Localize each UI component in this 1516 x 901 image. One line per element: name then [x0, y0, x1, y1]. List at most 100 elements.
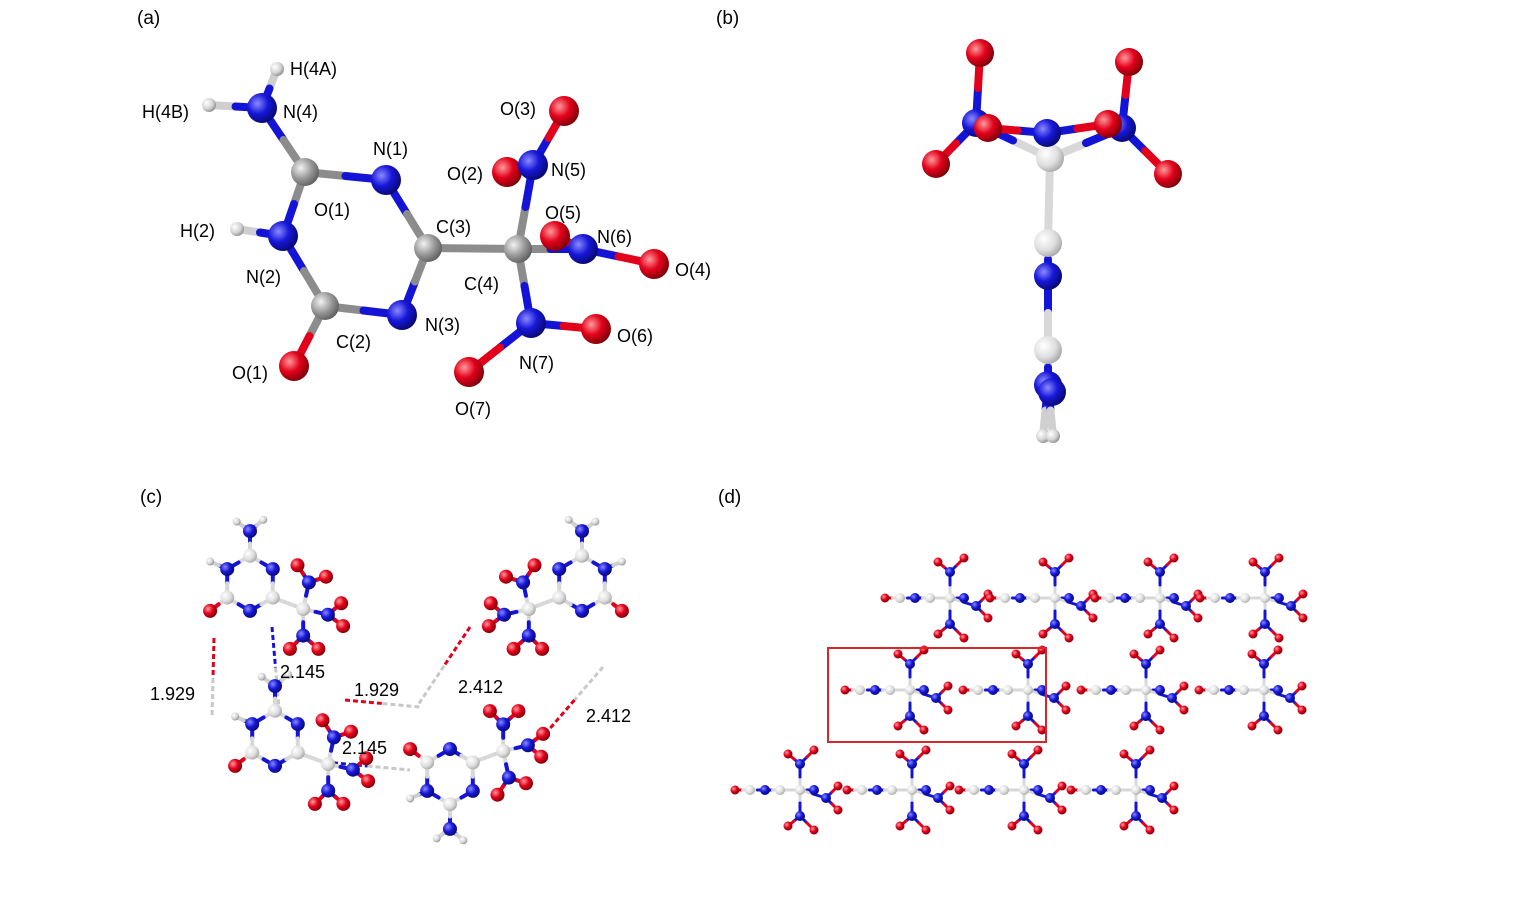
oxygen-atom	[895, 821, 905, 831]
carbon-atom	[973, 685, 983, 695]
carbon-atom	[465, 755, 480, 770]
nitrogen-atom	[516, 308, 546, 338]
nitrogen-atom	[575, 603, 589, 618]
carbon-atom	[999, 785, 1009, 795]
nitrogen-atom	[420, 783, 435, 798]
nitrogen-atom	[760, 785, 770, 795]
oxygen-atom	[279, 351, 309, 381]
atom-label-o3: O(3)	[500, 99, 536, 119]
oxygen-atom	[880, 593, 890, 603]
hydrogen-atom	[564, 515, 573, 524]
hydrogen-atom	[257, 672, 266, 681]
oxygen-atom	[1064, 553, 1074, 563]
nitrogen-atom	[1259, 659, 1269, 669]
hydrogen-atom	[1036, 429, 1050, 443]
nitrogen-atom	[326, 730, 341, 745]
oxygen-atom	[1094, 110, 1122, 138]
oxygen-atom	[922, 150, 950, 178]
oxygen-atom	[344, 724, 358, 739]
carbon-atom	[496, 744, 511, 758]
oxygen-atom	[359, 751, 374, 766]
panel-c-distance-labels: 1.929 2.145 1.929 2.412 2.145 2.412	[150, 662, 631, 758]
oxygen-atom	[983, 613, 993, 623]
nitrogen-atom	[945, 619, 955, 629]
oxygen-atom	[1115, 48, 1143, 76]
nitrogen-atom	[1273, 685, 1283, 695]
hydrogen-atom	[432, 834, 441, 843]
atom-label-n1: N(1)	[373, 139, 408, 159]
nitrogen-atom	[387, 300, 417, 330]
oxygen-atom	[403, 742, 418, 757]
nitrogen-atom	[1286, 601, 1296, 611]
oxygen-atom	[336, 796, 351, 811]
panel-a-atom-labels: H(4A) H(4B) N(4) N(1) O(1) H(2) N(2) C(3…	[142, 59, 711, 419]
hydrogen-atom	[270, 62, 284, 76]
carbon-atom	[1036, 144, 1064, 172]
oxygen-atom	[1169, 553, 1179, 563]
atom-label-o1-ring: O(1)	[314, 200, 350, 220]
oxygen-atom	[534, 749, 549, 764]
oxygen-atom	[1169, 781, 1179, 791]
oxygen-atom	[311, 641, 326, 656]
carbon-atom	[1121, 685, 1131, 695]
oxygen-atom	[919, 725, 929, 735]
oxygen-atom	[492, 157, 522, 187]
atom-label-o4: O(4)	[675, 260, 711, 280]
atom-label-n4: N(4)	[283, 102, 318, 122]
carbon-atom	[945, 593, 955, 603]
oxygen-atom	[1274, 553, 1284, 563]
oxygen-atom	[1011, 721, 1021, 731]
oxygen-atom	[1143, 629, 1153, 639]
oxygen-atom	[1297, 681, 1307, 691]
oxygen-atom	[1179, 705, 1189, 715]
hbond-distance-1: 1.929	[150, 684, 195, 704]
oxygen-atom	[893, 721, 903, 731]
hydrogen-atom	[591, 517, 600, 526]
nitrogen-atom	[1120, 593, 1130, 603]
oxygen-atom	[840, 685, 850, 695]
carbon-atom	[1239, 685, 1249, 695]
panel-label-b: (b)	[716, 8, 739, 29]
nitrogen-atom	[1015, 593, 1025, 603]
nitrogen-atom	[1034, 262, 1062, 290]
nitrogen-atom	[465, 783, 480, 798]
nitrogen-atom	[1157, 793, 1167, 803]
oxygen-atom	[549, 96, 579, 126]
nitrogen-atom	[1145, 785, 1155, 795]
nitrogen-atom	[1181, 601, 1191, 611]
nitrogen-atom	[931, 693, 941, 703]
carbon-atom	[907, 785, 917, 795]
carbon-atom	[1131, 785, 1141, 795]
oxygen-atom	[581, 314, 611, 344]
nitrogen-atom	[795, 759, 805, 769]
carbon-atom	[268, 703, 282, 718]
atom-label-n2: N(2)	[246, 267, 281, 287]
oxygen-atom	[319, 569, 333, 584]
atom-label-h4a: H(4A)	[290, 59, 337, 79]
oxygen-atom	[536, 726, 551, 741]
oxygen-atom	[1273, 725, 1283, 735]
oxygen-atom	[282, 641, 297, 656]
oxygen-atom	[943, 705, 953, 715]
nitrogen-atom	[921, 785, 931, 795]
oxygen-atom	[290, 558, 305, 573]
atom-label-o6: O(6)	[617, 326, 653, 346]
panel-b-side-view	[922, 39, 1182, 443]
oxygen-atom	[954, 785, 964, 795]
nitrogen-atom	[265, 562, 280, 577]
oxygen-atom	[1179, 681, 1189, 691]
nitrogen-atom	[971, 601, 981, 611]
carbon-atom	[597, 590, 612, 605]
atom-label-c2: C(2)	[336, 332, 371, 352]
oxygen-atom	[1248, 629, 1258, 639]
hydrogen-atom	[459, 836, 468, 845]
hydrogen-bond	[382, 702, 421, 709]
carbon-atom	[1050, 593, 1060, 603]
atom-label-c3: C(3)	[436, 217, 471, 237]
nitrogen-atom	[1155, 619, 1165, 629]
carbon-atom	[969, 785, 979, 795]
oxygen-atom	[1194, 685, 1204, 695]
nitrogen-atom	[959, 593, 969, 603]
oxygen-atom	[945, 805, 955, 815]
oxygen-atom	[1298, 589, 1308, 599]
